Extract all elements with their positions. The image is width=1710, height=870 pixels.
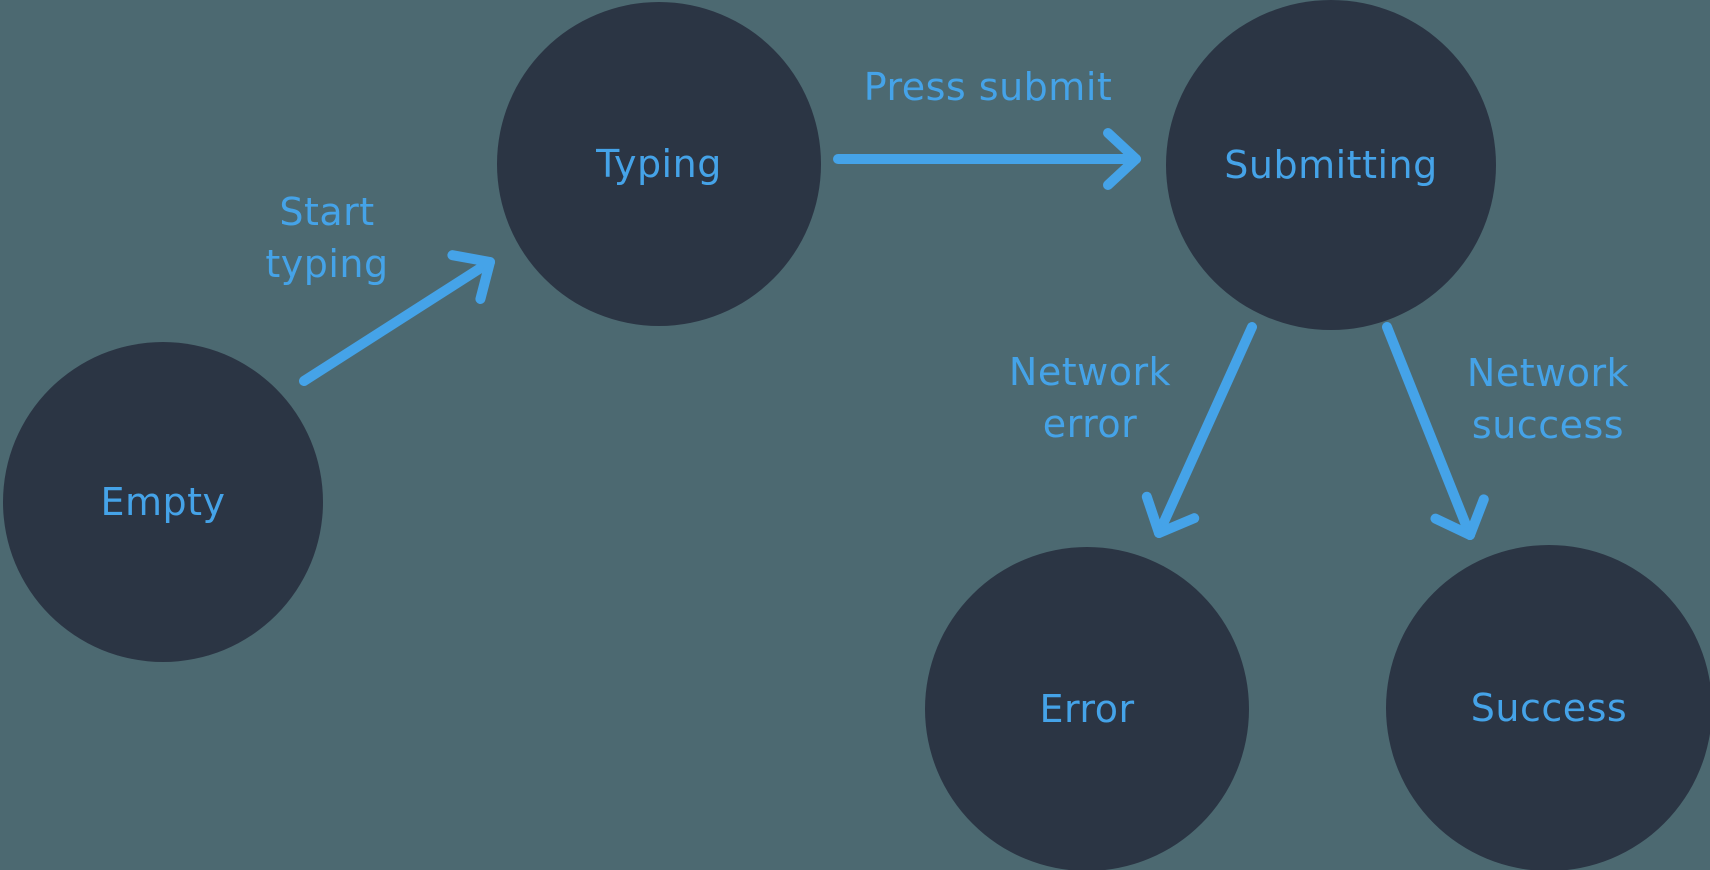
state-node-success: Success xyxy=(1386,545,1710,870)
state-label-typing: Typing xyxy=(596,142,722,186)
state-node-typing: Typing xyxy=(497,2,821,326)
state-node-submitting: Submitting xyxy=(1166,0,1496,330)
transition-label-press-submit: Press submit xyxy=(863,65,1113,109)
edge-empty-to-typing-arrow xyxy=(299,250,495,386)
edge-submitting-to-success-arrow xyxy=(1382,322,1489,540)
state-label-submitting: Submitting xyxy=(1224,143,1438,187)
state-node-empty: Empty xyxy=(3,342,323,662)
transition-label-start-typing: Start typing xyxy=(265,190,389,286)
state-label-success: Success xyxy=(1470,686,1628,730)
state-label-empty: Empty xyxy=(100,480,226,524)
state-node-error: Error xyxy=(925,547,1249,870)
transition-label-network-error: Network error xyxy=(1008,350,1172,446)
state-label-error: Error xyxy=(1039,687,1135,731)
transition-label-network-success: Network success xyxy=(1466,351,1630,447)
edge-submitting-to-error-arrow xyxy=(1141,322,1257,538)
